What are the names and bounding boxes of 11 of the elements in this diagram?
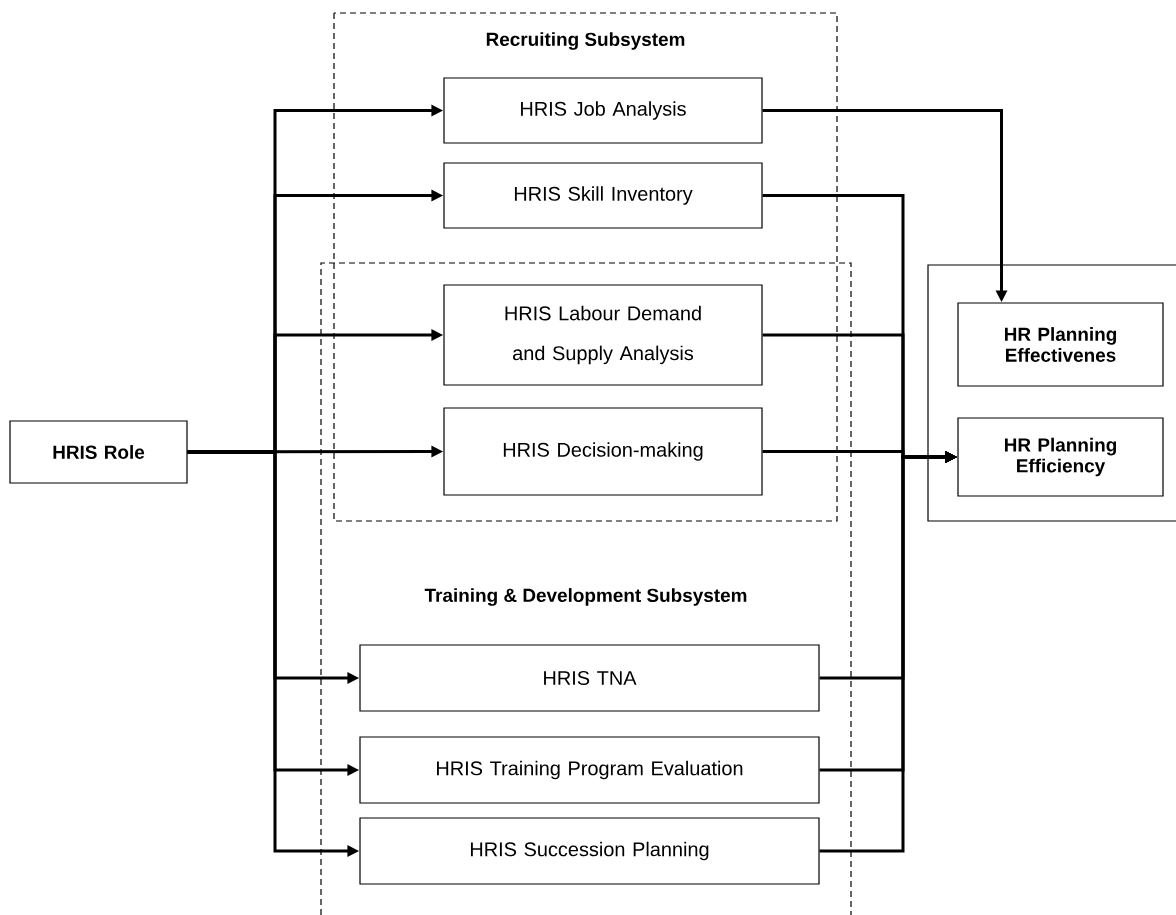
process-box: HRIS TNA (359, 644, 820, 712)
outcome-box: HR Planning Effectivenes (957, 302, 1164, 387)
process-box: HRIS Skill Inventory (443, 162, 763, 229)
process-box: HRIS Decision-making (443, 407, 763, 496)
outcome-panel (927, 264, 1176, 522)
process-box: HRIS Job Analysis (443, 77, 763, 144)
role-box: HRIS Role (9, 420, 188, 484)
process-box: HRIS Labour Demand and Supply Analysis (443, 284, 763, 386)
process-box: HRIS Training Program Evaluation (359, 736, 820, 804)
outcome-box: HR Planning Efficiency (957, 417, 1164, 497)
process-box: HRIS Succession Planning (359, 817, 820, 885)
